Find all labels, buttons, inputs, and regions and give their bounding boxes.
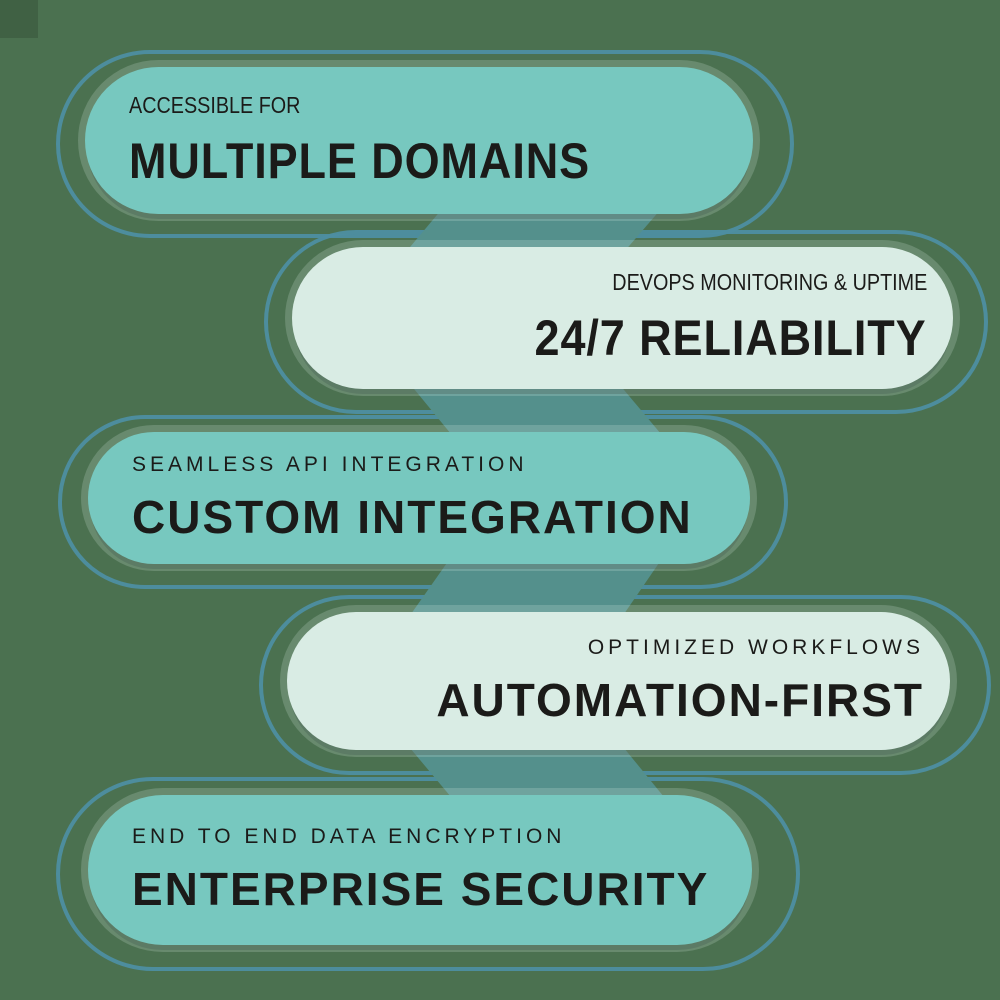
zigzag-ribbon-segment-4	[410, 748, 664, 797]
zigzag-ribbon-segment-3	[411, 560, 661, 614]
zigzag-ribbon-segment-2	[410, 384, 661, 434]
capsule-label: DEVOPS MONITORING & UPTIME	[611, 269, 927, 295]
corner-accent	[0, 0, 38, 38]
capsule-label: ACCESSIBLE FOR	[129, 91, 301, 118]
capsule-enterprise-security: END TO END DATA ENCRYPTION ENTERPRISE SE…	[88, 795, 752, 945]
capsule-title: MULTIPLE DOMAINS	[129, 132, 591, 189]
capsule-title: 24/7 RELIABILITY	[535, 310, 927, 366]
capsule-automation-first: OPTIMIZED WORKFLOWS AUTOMATION-FIRST	[287, 612, 950, 750]
capsule-label: END TO END DATA ENCRYPTION	[132, 824, 566, 848]
outline-ring-3	[58, 415, 788, 589]
capsule-title: CUSTOM INTEGRATION	[132, 490, 693, 543]
capsule-title: ENTERPRISE SECURITY	[132, 862, 710, 915]
capsule-custom-integration: SEAMLESS API INTEGRATION CUSTOM INTEGRAT…	[88, 432, 750, 564]
capsule-title: AUTOMATION-FIRST	[436, 673, 924, 726]
zigzag-ribbon-segment-1	[405, 209, 661, 253]
outline-ring-5	[56, 777, 800, 971]
capsule-247-reliability: DEVOPS MONITORING & UPTIME 24/7 RELIABIL…	[292, 247, 953, 389]
capsule-multiple-domains: ACCESSIBLE FOR MULTIPLE DOMAINS	[85, 67, 753, 214]
capsule-label: OPTIMIZED WORKFLOWS	[587, 635, 924, 659]
capsule-label: SEAMLESS API INTEGRATION	[132, 452, 528, 476]
